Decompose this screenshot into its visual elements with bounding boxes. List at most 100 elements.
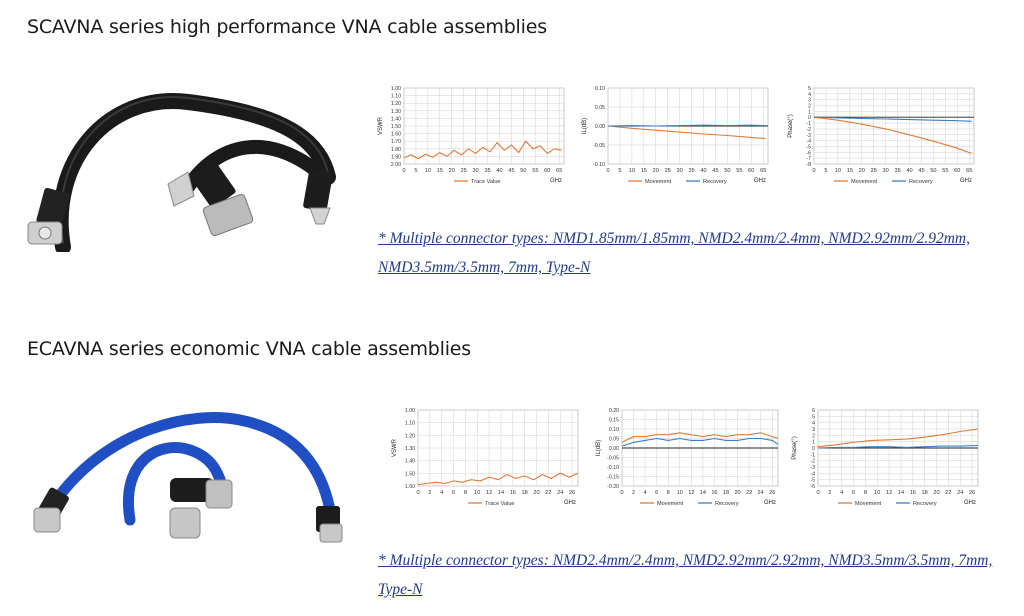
y-tick-label: 0.00: [595, 124, 605, 130]
x-tick-label: 12: [486, 490, 492, 496]
x-tick-label: 20: [859, 168, 865, 174]
x-tick-label: 4: [840, 490, 843, 496]
x-tick-label: 26: [969, 490, 975, 496]
x-tick-label: 24: [758, 490, 764, 496]
x-tick-label: 20: [653, 168, 659, 174]
x-tick-label: 65: [760, 168, 766, 174]
x-tick-label: 45: [918, 168, 924, 174]
y-tick-label: 1.80: [391, 147, 401, 153]
series-line-movement: [817, 428, 979, 448]
y-tick-label: 6: [812, 408, 815, 414]
y-tick-label: 0: [812, 446, 815, 452]
x-tick-label: 50: [930, 168, 936, 174]
x-tick-label: 24: [557, 490, 563, 496]
x-tick-label: 20: [533, 490, 539, 496]
x-tick-label: 15: [437, 168, 443, 174]
x-tick-label: 0: [812, 168, 815, 174]
ecavna-connector-note: * Multiple connector types: NMD2.4mm/2.4…: [378, 552, 993, 598]
y-tick-label: 4: [808, 92, 811, 98]
x-axis-label: GHz: [964, 500, 976, 506]
x-tick-label: 26: [569, 490, 575, 496]
y-tick-label: -2: [810, 459, 815, 465]
y-tick-label: -7: [806, 156, 811, 162]
x-tick-label: 40: [700, 168, 706, 174]
y-tick-label: 2: [812, 433, 815, 439]
x-tick-label: 8: [464, 490, 467, 496]
legend-label: Recovery: [913, 501, 937, 507]
x-tick-label: 55: [736, 168, 742, 174]
y-tick-label: -1: [806, 121, 811, 127]
y-tick-label: -0.15: [607, 475, 619, 481]
x-tick-label: 12: [886, 490, 892, 496]
y-tick-label: 3: [812, 427, 815, 433]
x-tick-label: 14: [700, 490, 706, 496]
series-line-trace-value: [403, 140, 562, 160]
y-tick-label: -0.05: [607, 456, 619, 462]
series-line-recovery: [607, 124, 766, 127]
x-tick-label: 8: [864, 490, 867, 496]
series-line-recovery: [621, 437, 779, 447]
x-tick-label: 35: [484, 168, 490, 174]
x-tick-label: 10: [629, 168, 635, 174]
x-tick-label: 14: [898, 490, 904, 496]
series-line-recovery: [813, 116, 972, 122]
scavna-connector-note: * Multiple connector types: NMD1.85mm/1.…: [378, 230, 970, 276]
x-tick-label: 10: [425, 168, 431, 174]
x-tick-label: 10: [677, 490, 683, 496]
x-tick-label: 65: [966, 168, 972, 174]
x-tick-label: 6: [655, 490, 658, 496]
x-tick-label: 22: [545, 490, 551, 496]
x-tick-label: 15: [641, 168, 647, 174]
x-tick-label: 24: [957, 490, 963, 496]
x-tick-label: 55: [942, 168, 948, 174]
y-tick-label: 2: [808, 104, 811, 110]
x-tick-label: 22: [945, 490, 951, 496]
y-tick-label: 1.30: [391, 109, 401, 115]
y-tick-label: 0.05: [609, 437, 619, 443]
y-tick-label: 2.00: [391, 162, 401, 168]
y-tick-label: 0.10: [595, 86, 605, 92]
y-tick-label: -0.10: [593, 162, 605, 168]
y-tick-label: 1.40: [405, 459, 415, 465]
x-tick-label: 60: [544, 168, 550, 174]
y-tick-label: 0.05: [595, 105, 605, 111]
y-axis-label: Phase(°): [788, 114, 794, 137]
x-tick-label: 16: [711, 490, 717, 496]
y-tick-label: 1.40: [391, 116, 401, 122]
x-tick-label: 50: [520, 168, 526, 174]
y-axis-label: IL(dB): [596, 440, 602, 456]
x-tick-label: 18: [522, 490, 528, 496]
x-tick-label: 2: [428, 490, 431, 496]
y-tick-label: 5: [808, 86, 811, 92]
x-tick-label: 0: [402, 168, 405, 174]
ecavna-cable-photo: [33, 412, 343, 543]
series-line-movement: [621, 432, 779, 443]
x-tick-label: 10: [474, 490, 480, 496]
y-tick-label: -5: [810, 478, 815, 484]
y-tick-label: 5: [812, 414, 815, 420]
legend-label: Movement: [645, 179, 672, 185]
x-tick-label: 18: [723, 490, 729, 496]
x-tick-label: 0: [416, 490, 419, 496]
y-tick-label: -0.05: [593, 143, 605, 149]
y-tick-label: 1.50: [405, 471, 415, 477]
legend-label: Movement: [855, 501, 882, 507]
x-tick-label: 35: [894, 168, 900, 174]
x-tick-label: 45: [712, 168, 718, 174]
legend-label: Trace Value: [471, 179, 501, 185]
x-tick-label: 45: [508, 168, 514, 174]
y-tick-label: 4: [812, 421, 815, 427]
x-tick-label: 10: [874, 490, 880, 496]
y-axis-label: VSWR: [392, 438, 398, 457]
y-tick-label: 1.50: [391, 124, 401, 130]
y-tick-label: -8: [806, 162, 811, 168]
x-tick-label: 30: [473, 168, 479, 174]
series-line-movement: [813, 116, 972, 155]
y-tick-label: -3: [810, 465, 815, 471]
y-tick-label: -1: [810, 452, 815, 458]
x-tick-label: 2: [632, 490, 635, 496]
